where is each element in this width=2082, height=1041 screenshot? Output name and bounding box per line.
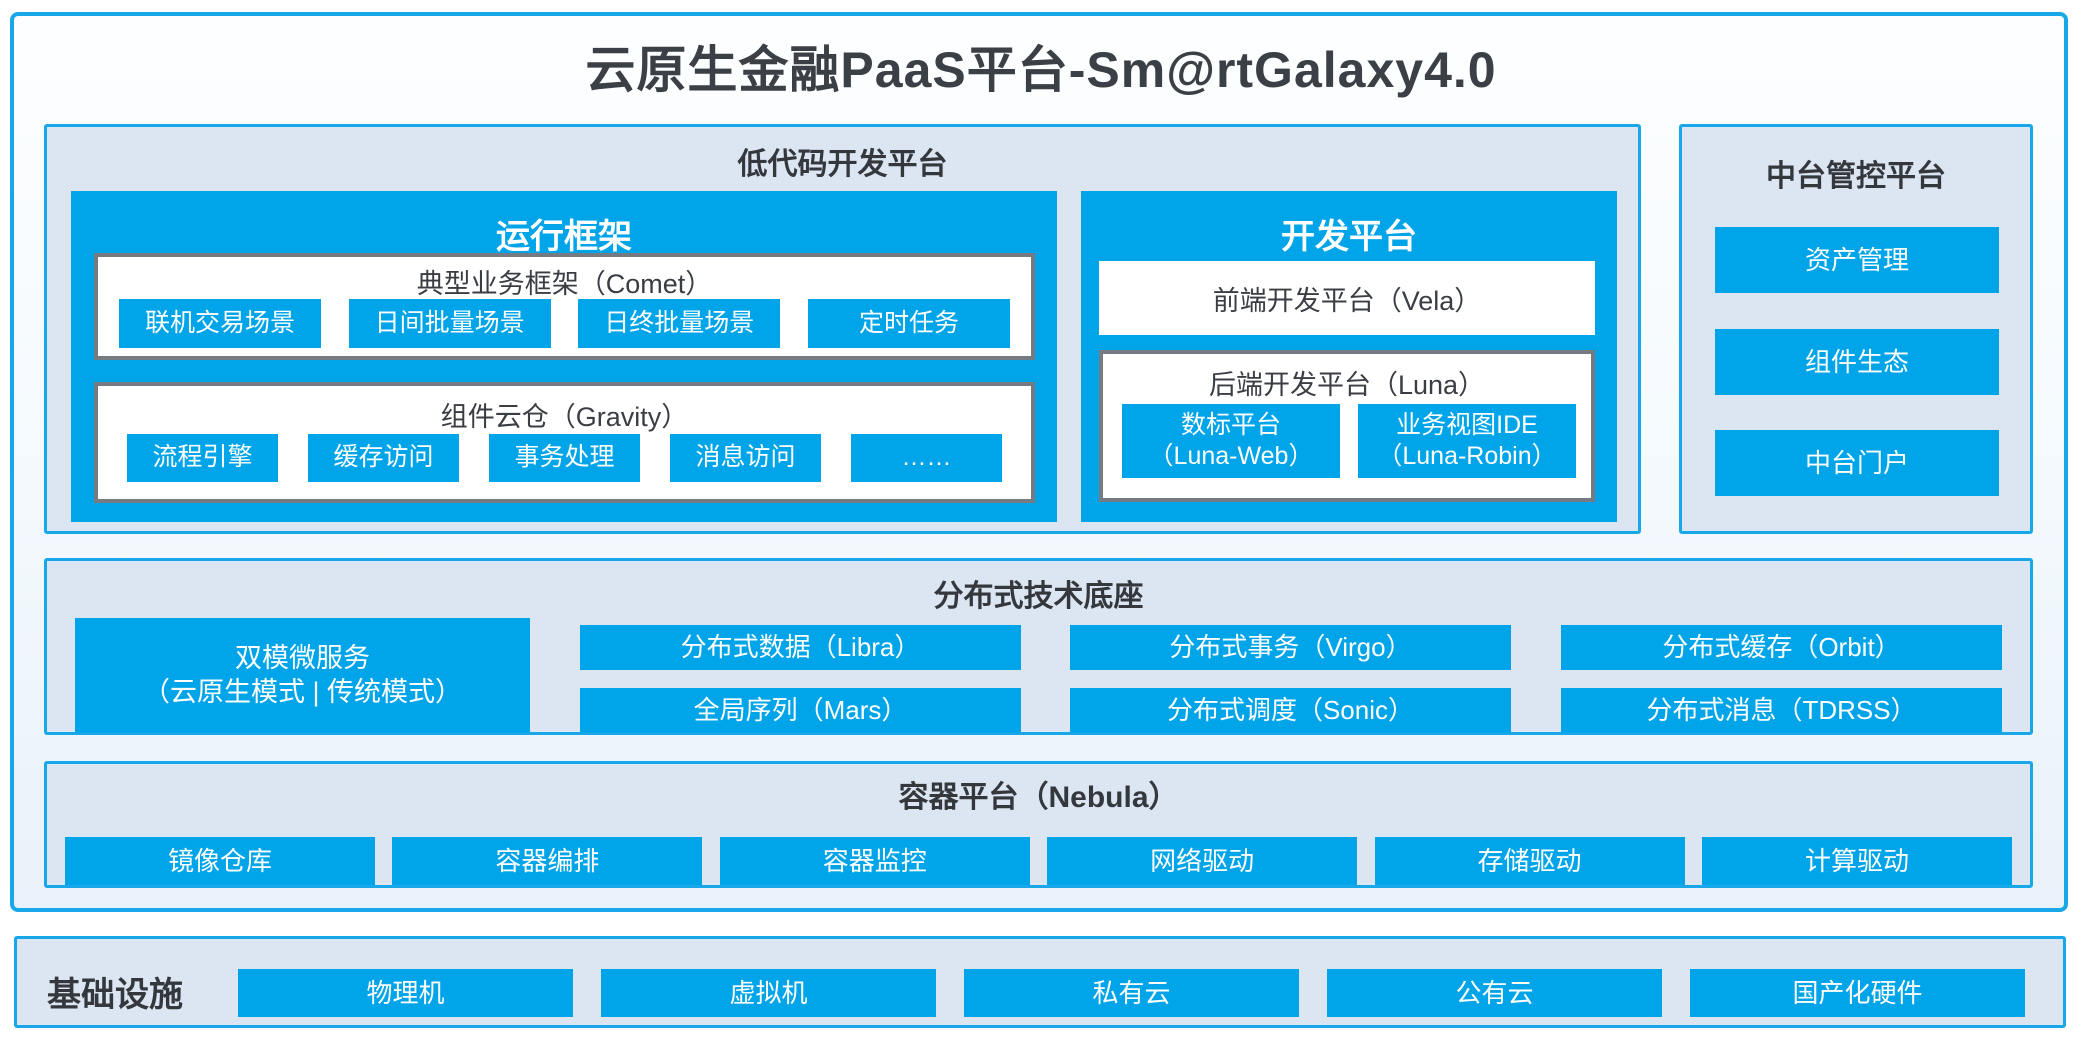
block-transaction-processing: 事务处理 [489, 434, 640, 482]
panel-distributed-base: 分布式技术底座 双模微服务 （云原生模式 | 传统模式） 分布式数据（Libra… [44, 558, 2033, 735]
block-distributed-messaging-tdrss: 分布式消息（TDRSS） [1561, 688, 2002, 733]
page-title: 云原生金融PaaS平台-Sm@rtGalaxy4.0 [585, 42, 1497, 98]
block-eod-batch-scenario: 日终批量场景 [578, 299, 781, 348]
block-container-orchestration: 容器编排 [392, 837, 703, 885]
midplatform-console-title: 中台管控平台 [1766, 160, 1946, 193]
block-cache-access: 缓存访问 [308, 434, 459, 482]
block-distributed-transaction-virgo: 分布式事务（Virgo） [1070, 625, 1511, 670]
block-component-ecosystem: 组件生态 [1715, 329, 1999, 395]
distributed-base-title: 分布式技术底座 [933, 580, 1144, 613]
dual-mode-line2: （云原生模式 | 传统模式） [142, 676, 463, 707]
block-global-sequence-mars: 全局序列（Mars） [580, 688, 1021, 733]
luna-buttons-row: 数标平台 （Luna-Web） 业务视图IDE （Luna-Robin） [1122, 404, 1576, 478]
gravity-buttons-row: 流程引擎 缓存访问 事务处理 消息访问 …… [127, 434, 1002, 482]
block-asset-management: 资产管理 [1715, 227, 1999, 293]
luna-backend-title: 后端开发平台（Luna） [1208, 370, 1486, 400]
block-physical-machine: 物理机 [238, 969, 573, 1017]
block-daytime-batch-scenario: 日间批量场景 [348, 299, 551, 348]
container-buttons-row: 镜像仓库 容器编排 容器监控 网络驱动 存储驱动 计算驱动 [65, 837, 2012, 885]
luna-robin-line2: （Luna-Robin） [1377, 442, 1557, 470]
dev-platform-section: 开发平台 前端开发平台（Vela） 后端开发平台（Luna） 数标平台 （Lun… [1081, 191, 1617, 522]
infrastructure-label: 基础设施 [47, 976, 183, 1014]
dev-platform-title: 开发平台 [1281, 218, 1417, 256]
runtime-framework-section: 运行框架 典型业务框架（Comet） 联机交易场景 日间批量场景 日终批量场景 … [71, 191, 1057, 522]
block-private-cloud: 私有云 [964, 969, 1299, 1017]
block-distributed-cache-orbit: 分布式缓存（Orbit） [1561, 625, 2002, 670]
block-container-monitoring: 容器监控 [719, 837, 1030, 885]
block-midplatform-portal: 中台门户 [1715, 430, 1999, 496]
gravity-component-title: 组件云仓（Gravity） [440, 402, 689, 432]
block-online-transaction-scenario: 联机交易场景 [119, 299, 321, 348]
block-image-registry: 镜像仓库 [65, 837, 375, 885]
dual-mode-line1: 双模微服务 [235, 642, 370, 673]
vela-frontend-box: 前端开发平台（Vela） [1099, 261, 1595, 335]
comet-buttons-row: 联机交易场景 日间批量场景 日终批量场景 定时任务 [119, 299, 1010, 348]
block-storage-driver: 存储驱动 [1374, 837, 1685, 885]
block-distributed-data-libra: 分布式数据（Libra） [580, 625, 1021, 670]
block-scheduled-tasks: 定时任务 [807, 299, 1010, 348]
runtime-framework-title: 运行框架 [496, 218, 632, 256]
block-luna-web: 数标平台 （Luna-Web） [1122, 404, 1340, 478]
block-public-cloud: 公有云 [1327, 969, 1662, 1017]
gravity-component-box: 组件云仓（Gravity） 流程引擎 缓存访问 事务处理 消息访问 …… [94, 382, 1035, 503]
luna-web-line2: （Luna-Web） [1148, 442, 1314, 470]
lowcode-panel-title: 低代码开发平台 [737, 148, 948, 181]
block-luna-robin: 业务视图IDE （Luna-Robin） [1358, 404, 1576, 478]
block-domestic-hardware: 国产化硬件 [1690, 969, 2025, 1017]
infrastructure-buttons-row: 物理机 虚拟机 私有云 公有云 国产化硬件 [238, 969, 2025, 1017]
vela-frontend-label: 前端开发平台（Vela） [1212, 285, 1482, 316]
block-network-driver: 网络驱动 [1047, 837, 1358, 885]
comet-framework-box: 典型业务框架（Comet） 联机交易场景 日间批量场景 日终批量场景 定时任务 [94, 253, 1035, 360]
block-message-access: 消息访问 [670, 434, 821, 482]
panel-midplatform-console: 中台管控平台 资产管理 组件生态 中台门户 [1679, 124, 2033, 534]
comet-framework-title: 典型业务框架（Comet） [416, 269, 713, 299]
luna-robin-line1: 业务视图IDE [1396, 410, 1538, 439]
block-more-ellipsis: …… [851, 434, 1002, 482]
block-dual-mode-microservices: 双模微服务 （云原生模式 | 传统模式） [75, 618, 530, 733]
panel-container-platform: 容器平台（Nebula） 镜像仓库 容器编排 容器监控 网络驱动 存储驱动 计算… [44, 761, 2033, 888]
panel-infrastructure: 基础设施 物理机 虚拟机 私有云 公有云 国产化硬件 [14, 936, 2066, 1028]
container-platform-title: 容器平台（Nebula） [898, 781, 1179, 814]
block-process-engine: 流程引擎 [127, 434, 278, 482]
block-compute-driver: 计算驱动 [1701, 837, 2012, 885]
block-virtual-machine: 虚拟机 [601, 969, 936, 1017]
panel-lowcode-platform: 低代码开发平台 运行框架 典型业务框架（Comet） 联机交易场景 日间批量场景… [44, 124, 1641, 534]
block-distributed-scheduling-sonic: 分布式调度（Sonic） [1070, 688, 1511, 733]
luna-backend-box: 后端开发平台（Luna） 数标平台 （Luna-Web） 业务视图IDE （Lu… [1099, 350, 1595, 502]
luna-web-line1: 数标平台 [1180, 410, 1281, 439]
